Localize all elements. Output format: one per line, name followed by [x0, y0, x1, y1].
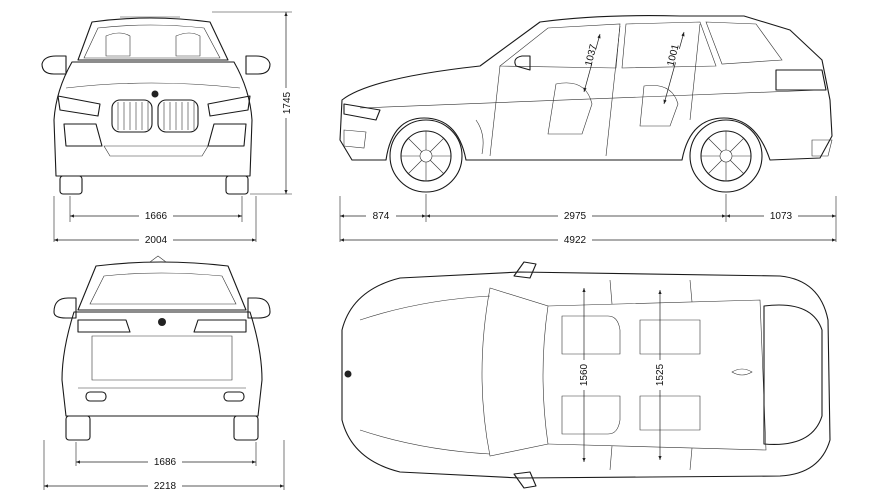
left-exhaust-icon — [85, 391, 107, 402]
top-shoulder-dims: 1560 1525 — [577, 288, 667, 462]
top-logo-icon — [344, 370, 352, 378]
front-headroom-label: 1037 — [584, 43, 600, 68]
right-exhaust-icon — [223, 391, 245, 402]
front-wheel-icon — [389, 119, 463, 193]
front-overhang-label: 874 — [373, 211, 390, 222]
rear-view — [53, 255, 271, 441]
side-dimensions: 874 2975 1073 4922 — [339, 194, 837, 246]
front-track-label: 1666 — [145, 211, 168, 222]
front-dimensions: 1666 2004 1745 — [53, 11, 293, 246]
front-logo-icon — [151, 90, 159, 98]
side-headroom-dims: 1037 1001 — [574, 31, 688, 105]
rear-headroom-label: 1001 — [666, 43, 682, 68]
right-mirror-icon — [245, 55, 271, 75]
rear-left-mirror-icon — [53, 297, 77, 319]
rear-dimensions: 1686 2218 — [43, 440, 285, 492]
rear-logo-icon — [158, 318, 166, 326]
wheelbase-label: 2975 — [564, 211, 587, 222]
height-label: 1745 — [282, 91, 293, 114]
rear-track-label: 1686 — [154, 457, 177, 468]
width-mirrors-label: 2218 — [154, 481, 177, 492]
top-left-mirror-icon — [513, 261, 537, 279]
front-width-label: 2004 — [145, 235, 168, 246]
left-mirror-icon — [41, 55, 67, 75]
side-view — [339, 15, 833, 193]
top-view — [341, 261, 831, 489]
front-view — [41, 16, 271, 195]
length-label: 4922 — [564, 235, 587, 246]
rear-wheel-icon — [689, 119, 763, 193]
rear-shoulder-label: 1525 — [655, 363, 666, 386]
top-right-mirror-icon — [513, 471, 537, 489]
rear-overhang-label: 1073 — [770, 211, 793, 222]
front-shoulder-label: 1560 — [579, 363, 590, 386]
rear-right-mirror-icon — [247, 297, 271, 319]
